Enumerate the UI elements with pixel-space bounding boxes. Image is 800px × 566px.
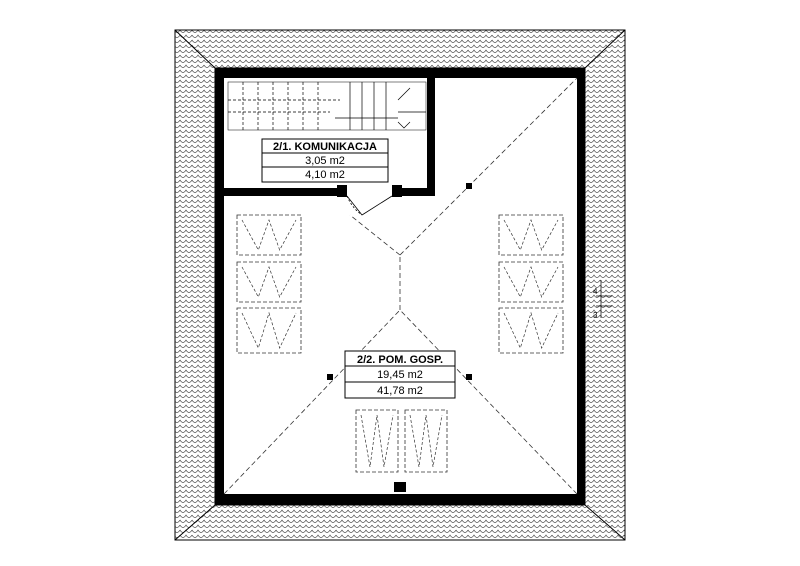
skylight-window <box>236 214 302 256</box>
door-swing <box>346 195 393 216</box>
exterior-walls <box>215 68 585 505</box>
room-name: 2/1. KOMUNIKACJA <box>273 141 377 153</box>
room-name: 2/2. POM. GOSP. <box>357 354 443 366</box>
skylight-window <box>404 409 448 473</box>
staircase <box>227 81 427 131</box>
skylights <box>236 214 564 473</box>
roof-post-markers <box>327 183 472 492</box>
stair-enclosure-walls <box>224 78 435 197</box>
skylight-window <box>236 261 302 303</box>
section-mark-bottom: 3 <box>593 311 598 320</box>
section-marks <box>596 280 612 318</box>
roof-hip-lines <box>174 29 626 541</box>
section-mark-top: 4 <box>593 287 598 296</box>
room-area-gross: 41,78 m2 <box>377 385 423 397</box>
skylight-window <box>236 307 302 354</box>
room-area-net: 3,05 m2 <box>305 155 345 167</box>
skylight-window <box>355 409 399 473</box>
roof-ridge-lines <box>223 77 578 495</box>
skylight-window <box>498 214 564 256</box>
room-label-komunikacja: 2/1. KOMUNIKACJA 3,05 m2 4,10 m2 <box>261 138 389 183</box>
skylight-window <box>498 307 564 354</box>
room-area-net: 19,45 m2 <box>377 369 423 381</box>
room-label-pom-gosp: 2/2. POM. GOSP. 19,45 m2 41,78 m2 <box>344 350 456 399</box>
room-area-gross: 4,10 m2 <box>305 169 345 181</box>
skylight-window <box>498 261 564 303</box>
